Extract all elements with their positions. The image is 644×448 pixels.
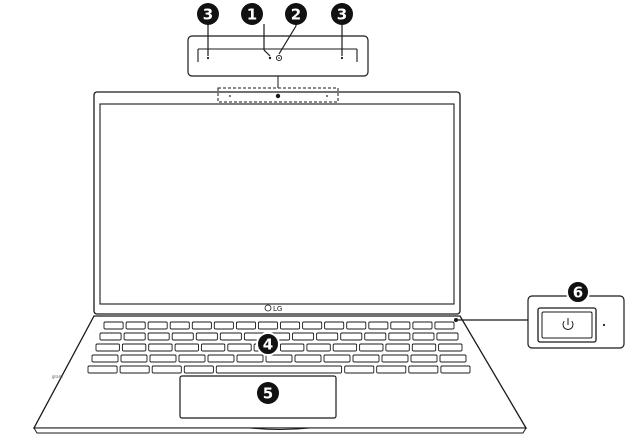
keyboard-key xyxy=(439,354,467,363)
camera-status-ring-icon xyxy=(275,54,283,62)
keyboard-key xyxy=(410,354,438,363)
keyboard-key xyxy=(376,365,407,374)
callout-badge-1: 1 xyxy=(241,3,263,25)
keyboard-key xyxy=(265,354,293,363)
microphone-right-icon xyxy=(340,56,344,60)
camera-area-dashed xyxy=(217,87,339,103)
keyboard-key xyxy=(381,354,409,363)
keyboard-key xyxy=(440,365,471,374)
keyboard-key xyxy=(323,354,351,363)
keyboard-key xyxy=(178,354,206,363)
svg-text:3: 3 xyxy=(203,6,213,24)
keyboard-key xyxy=(332,343,358,352)
keyboard-key xyxy=(171,332,194,341)
keyboard-key xyxy=(119,365,150,374)
keyboard-key xyxy=(121,343,147,352)
keyboard-key xyxy=(87,365,118,374)
callout-badge-5: 5 xyxy=(257,382,279,404)
keyboard-key xyxy=(364,332,387,341)
keyboard-key xyxy=(227,343,252,352)
keyboard-key xyxy=(257,321,278,330)
microphone-left-icon xyxy=(206,56,210,60)
keyboard-key xyxy=(148,343,173,352)
keyboard-key xyxy=(385,343,410,352)
keyboard-key xyxy=(292,332,315,341)
svg-text:LG: LG xyxy=(273,305,282,313)
power-indicator-led xyxy=(602,323,606,327)
keyboard-key xyxy=(368,321,389,330)
callout-badge-4: 4 xyxy=(256,332,280,356)
svg-text:1: 1 xyxy=(247,6,257,24)
keyboard-key xyxy=(434,321,455,330)
callout-badge-2: 2 xyxy=(285,3,307,25)
keyboard xyxy=(87,321,471,374)
laptop-screen xyxy=(99,103,455,305)
svg-text:5: 5 xyxy=(263,385,273,403)
keyboard-key xyxy=(120,354,148,363)
keyboard-key xyxy=(183,365,214,374)
keyboard-key xyxy=(294,354,322,363)
callout-badge-6: 6 xyxy=(566,280,590,304)
svg-text:3: 3 xyxy=(337,6,347,24)
keyboard-key xyxy=(169,321,190,330)
keyboard-key xyxy=(219,332,242,341)
keyboard-key xyxy=(390,321,411,330)
keyboard-key xyxy=(99,332,122,341)
svg-text:4: 4 xyxy=(263,336,273,354)
keyboard-key xyxy=(346,321,367,330)
keyboard-key xyxy=(149,354,177,363)
keyboard-key xyxy=(200,343,226,352)
keyboard-key xyxy=(302,321,323,330)
camera-zoom-inset xyxy=(187,35,369,88)
power-button-inset xyxy=(454,295,625,349)
keyboard-key xyxy=(316,332,339,341)
keyboard-key xyxy=(235,321,256,330)
keyboard-key xyxy=(151,365,182,374)
callout-badge-3-left: 3 xyxy=(197,3,219,25)
camera-lens-icon xyxy=(268,56,272,60)
keyboard-key xyxy=(147,321,168,330)
svg-text:2: 2 xyxy=(291,6,301,24)
keyboard-key xyxy=(195,332,218,341)
keyboard-key xyxy=(95,343,120,352)
keyboard-key xyxy=(207,354,235,363)
gram-badge: gram xyxy=(52,374,63,379)
keyboard-key xyxy=(174,343,199,352)
keyboard-key xyxy=(91,354,119,363)
callout-leaders-top xyxy=(207,24,343,57)
keyboard-key xyxy=(125,321,146,330)
callout-badge-3-right: 3 xyxy=(331,3,353,25)
keyboard-key xyxy=(306,343,331,352)
keyboard-key xyxy=(213,321,234,330)
keyboard-key xyxy=(408,365,439,374)
keyboard-key xyxy=(340,332,363,341)
lg-logo: LG xyxy=(264,304,282,313)
keyboard-key xyxy=(280,321,301,330)
laptop-lid: LG xyxy=(93,87,461,315)
keyboard-key xyxy=(280,343,305,352)
keyboard-key xyxy=(412,321,433,330)
spacebar-key xyxy=(215,365,343,374)
keyboard-key xyxy=(344,365,375,374)
keyboard-key xyxy=(103,321,124,330)
keyboard-key xyxy=(123,332,146,341)
keyboard-key xyxy=(191,321,212,330)
keyboard-key xyxy=(352,354,380,363)
keyboard-key xyxy=(388,332,411,341)
keyboard-key xyxy=(412,332,435,341)
power-icon xyxy=(562,318,574,330)
keyboard-key xyxy=(324,321,345,330)
keyboard-key xyxy=(436,332,459,341)
keyboard-key xyxy=(359,343,384,352)
keyboard-key xyxy=(438,343,463,352)
keyboard-key xyxy=(147,332,170,341)
svg-text:6: 6 xyxy=(573,284,583,302)
keyboard-key xyxy=(236,354,264,363)
keyboard-key xyxy=(411,343,437,352)
